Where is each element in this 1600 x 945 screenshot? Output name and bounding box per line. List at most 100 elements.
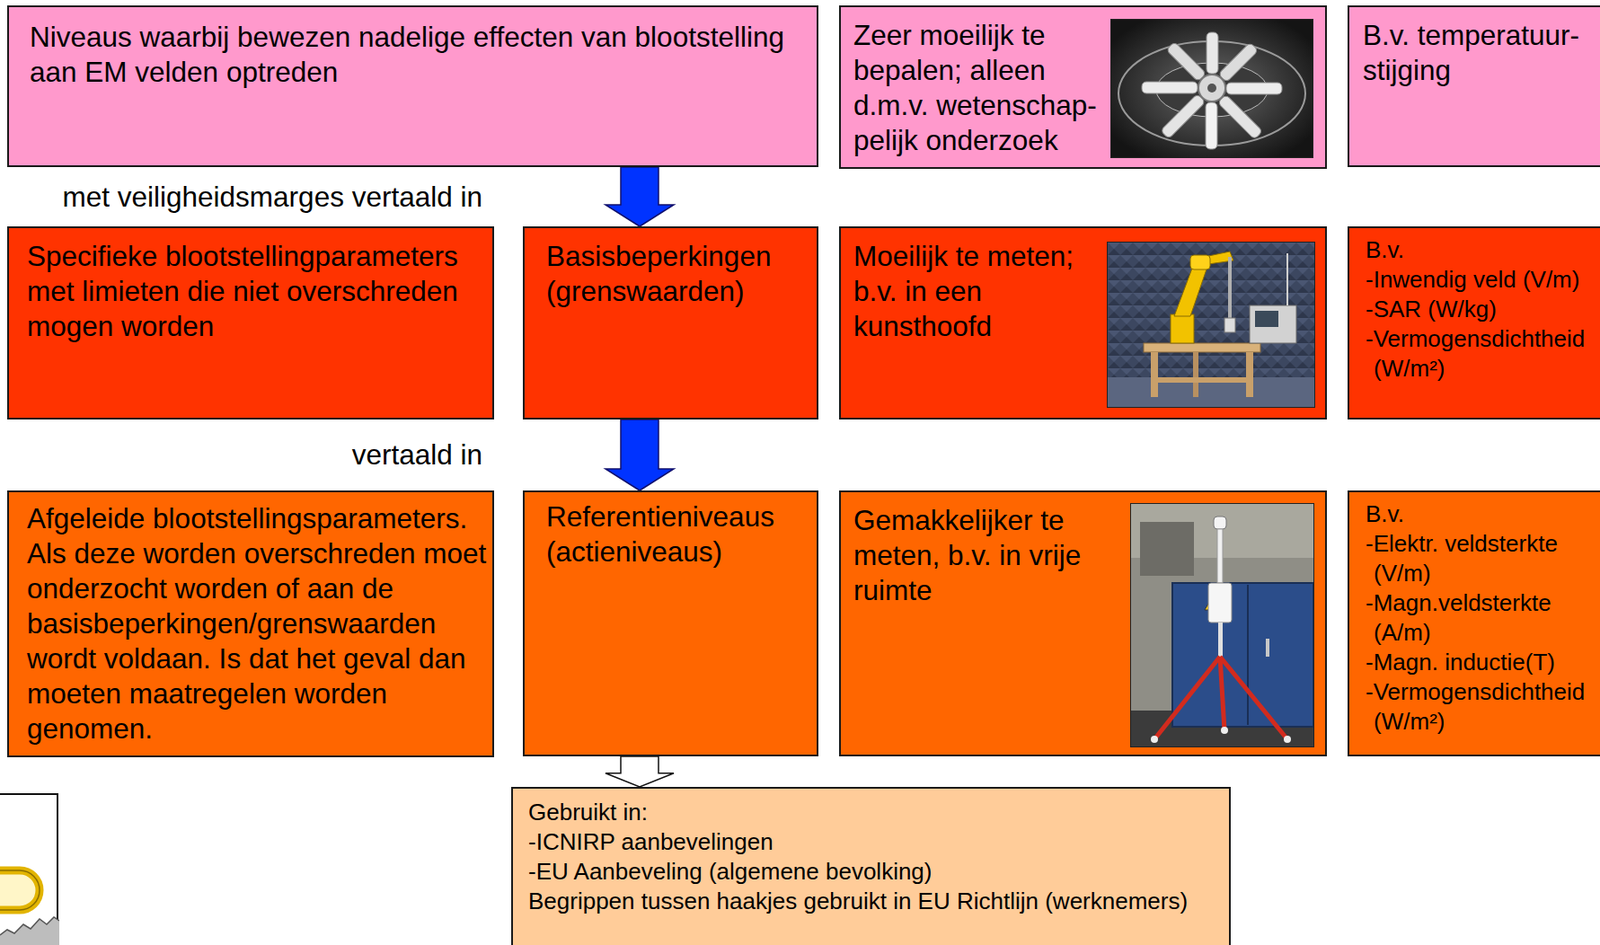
box-content: Specifieke blootstellingparameters met l… xyxy=(8,228,493,354)
box-content: B.v.-Elektr. veldsterkte (V/m)-Magn.veld… xyxy=(1349,492,1600,744)
box-text: Afgeleide blootstellingsparameters. Als … xyxy=(26,501,487,747)
drawing-part xyxy=(1111,19,1313,158)
drawing-part xyxy=(1205,102,1218,150)
box-text: Specifieke blootstellingparameters met l… xyxy=(26,238,487,345)
box-content: Niveaus waarbij bewezen nadelige effecte… xyxy=(8,7,817,99)
drawing-part xyxy=(1131,503,1314,747)
drawing-part xyxy=(1208,583,1232,623)
drawing-part xyxy=(1219,656,1288,740)
box-content: B.v. temperatuur- stijging xyxy=(1349,7,1600,98)
example-box: B.v. temperatuur- stijging xyxy=(1347,5,1600,168)
drawing-part xyxy=(1246,584,1249,725)
drawing-part xyxy=(1217,529,1223,584)
drawing-part xyxy=(1226,82,1282,95)
term-box: Basisbeperkingen (grenswaarden) xyxy=(522,226,819,420)
drawing-part xyxy=(1228,256,1232,320)
box-text: B.v. xyxy=(1365,235,1592,266)
drawing-part xyxy=(1154,656,1220,740)
example-box: B.v.-Elektr. veldsterkte (V/m)-Magn.veld… xyxy=(1347,490,1600,757)
drawing-part xyxy=(1190,255,1211,270)
drawing-part xyxy=(1286,253,1289,306)
drawing-part xyxy=(1217,94,1263,140)
note-box: Moeilijk te meten; b.v. in een kunsthoof… xyxy=(839,226,1327,420)
drawing-part xyxy=(1224,318,1236,333)
drawing-part xyxy=(1140,521,1194,576)
box-text: -EU Aanbeveling (algemene bevolking) xyxy=(528,857,1222,887)
drawing-part xyxy=(0,917,60,945)
drawing-part xyxy=(1246,352,1254,398)
drawing-part xyxy=(1213,516,1227,530)
drawing-part xyxy=(0,870,40,911)
list-item: -Vermogensdichtheid (W/m²) xyxy=(1365,677,1592,737)
box-text: Moeilijk te meten; b.v. in een kunsthoof… xyxy=(853,238,1105,345)
box-text: -ICNIRP aanbevelingen xyxy=(528,827,1222,858)
drawing-part xyxy=(1107,242,1315,407)
drawing-part xyxy=(1205,102,1218,150)
drawing-part xyxy=(0,917,60,936)
box-text: Gebruikt in: xyxy=(528,797,1222,828)
drawing-part xyxy=(1283,735,1291,743)
drawing-part xyxy=(1160,93,1206,139)
drawing-part xyxy=(1150,735,1159,743)
drawing-part xyxy=(1220,726,1229,734)
block-arrow xyxy=(605,756,674,787)
drawing-part xyxy=(1219,656,1225,731)
usage-box: Gebruikt in:-ICNIRP aanbevelingen-EU Aan… xyxy=(511,786,1231,945)
drawing-part xyxy=(1226,82,1282,95)
box-content: Basisbeperkingen (grenswaarden) xyxy=(524,228,817,319)
drawing-part xyxy=(1265,638,1270,657)
box-text: Zeer moeilijk te bepalen; alleen d.m.v. … xyxy=(853,17,1109,159)
drawing-part xyxy=(1143,343,1261,353)
box-content: B.v.-Inwendig veld (V/m)-SAR (W/kg)-Verm… xyxy=(1349,228,1600,391)
list-item: -Inwendig veld (V/m) xyxy=(1365,265,1592,295)
drawing-part xyxy=(1206,32,1219,74)
term-box: Referentieniveaus (actieniveaus) xyxy=(522,490,819,757)
drawing-part xyxy=(1107,377,1315,407)
list-item: -Magn.veldsterkte (A/m) xyxy=(1365,588,1592,648)
arrow-label: vertaald in xyxy=(352,437,483,473)
drawing-part xyxy=(1150,352,1159,398)
box-text: Gemakkelijker te meten, b.v. in vrije ru… xyxy=(853,503,1123,609)
drawing-part xyxy=(1198,74,1226,102)
list-item: -SAR (W/kg) xyxy=(1365,294,1592,325)
drawing-part xyxy=(1255,310,1279,328)
drawing-part xyxy=(1172,583,1314,727)
drawing-part xyxy=(1217,94,1263,140)
drawing-part xyxy=(1218,42,1259,83)
drawing-part xyxy=(1218,622,1223,659)
list-item: -Elektr. veldsterkte (V/m) xyxy=(1365,529,1592,589)
box-text: B.v. xyxy=(1365,499,1592,530)
drawing-part xyxy=(1249,305,1297,344)
drawing-part xyxy=(1170,314,1194,344)
box-content: Referentieniveaus (actieniveaus) xyxy=(524,492,817,579)
drawing-part xyxy=(1207,83,1217,93)
drawing-part xyxy=(1166,41,1207,82)
drawing-part xyxy=(1193,352,1199,398)
drawing-part xyxy=(1166,41,1207,82)
box-text: Begrippen tussen haakjes gebruikt in EU … xyxy=(528,886,1222,917)
definition-box: Specifieke blootstellingparameters met l… xyxy=(7,226,495,420)
exposure-setup-photo xyxy=(1110,18,1314,159)
note-box: Zeer moeilijk te bepalen; alleen d.m.v. … xyxy=(839,5,1327,169)
box-text: Referentieniveaus (actieniveaus) xyxy=(546,499,810,570)
definition-box: Afgeleide blootstellingsparameters. Als … xyxy=(7,490,495,758)
block-arrow xyxy=(605,167,674,227)
definition-box: Niveaus waarbij bewezen nadelige effecte… xyxy=(7,5,819,168)
drawing-part xyxy=(1141,81,1198,94)
box-content: Gebruikt in:-ICNIRP aanbevelingen-EU Aan… xyxy=(512,788,1229,926)
drawing-part xyxy=(0,870,40,911)
drawing-part xyxy=(1160,93,1206,139)
box-text: B.v. temperatuur- stijging xyxy=(1362,17,1592,89)
field-probe-photo xyxy=(1130,503,1315,748)
block-arrow xyxy=(605,419,674,491)
example-box: B.v.-Inwendig veld (V/m)-SAR (W/kg)-Verm… xyxy=(1347,226,1600,420)
drawing-part xyxy=(1218,42,1259,83)
box-content: Moeilijk te meten; b.v. in een kunsthoof… xyxy=(840,228,1113,354)
drawing-part xyxy=(1206,32,1219,74)
note-box: Gemakkelijker te meten, b.v. in vrije ru… xyxy=(839,490,1327,757)
robot-chamber-photo xyxy=(1106,241,1316,408)
drawing-part xyxy=(1141,81,1198,94)
box-text: Basisbeperkingen (grenswaarden) xyxy=(546,238,810,310)
box-content: Afgeleide blootstellingsparameters. Als … xyxy=(8,492,493,756)
